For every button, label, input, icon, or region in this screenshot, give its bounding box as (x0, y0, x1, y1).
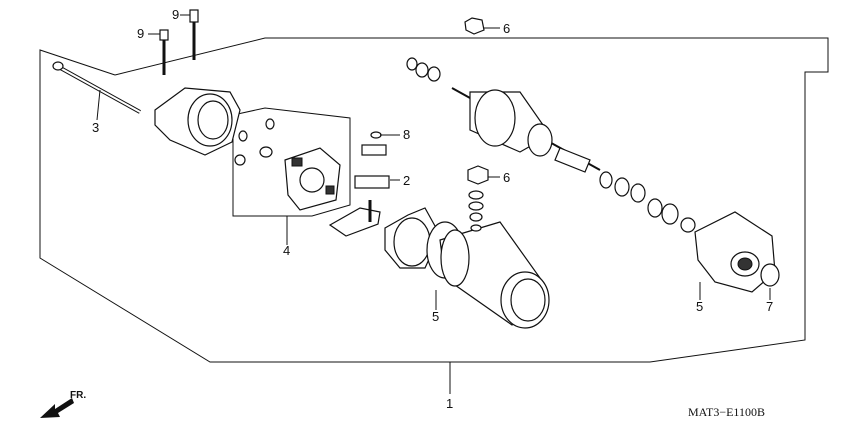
callout-9-right: 9 (172, 7, 179, 22)
brush-springs (234, 118, 275, 166)
callout-5-right: 5 (696, 299, 703, 314)
o-ring-7 (760, 263, 780, 287)
callout-5-left: 5 (432, 309, 439, 324)
brush-ring (384, 207, 441, 269)
callout-2: 2 (403, 173, 410, 188)
callout-3: 3 (92, 120, 99, 135)
brush-holder-group-box (232, 107, 351, 217)
long-through-bolt (52, 61, 141, 114)
leader-3 (96, 89, 101, 121)
callout-4: 4 (283, 243, 290, 258)
front-cover (694, 211, 776, 293)
assembly-outline (39, 37, 829, 363)
armature-washers-top (406, 57, 441, 82)
washer-stack (467, 165, 489, 232)
top-nut (464, 17, 485, 35)
bolt-9-left (159, 29, 169, 75)
yoke-motor-case (439, 221, 550, 329)
direction-label: FR. (70, 390, 86, 401)
front-direction-arrow (40, 398, 74, 418)
callout-8: 8 (403, 127, 410, 142)
armature-washers-right (599, 171, 696, 233)
callout-6-mid: 6 (503, 170, 510, 185)
armature (451, 87, 601, 173)
diagram-code: MAT3−E1100B (688, 405, 765, 419)
rear-cover (154, 87, 241, 156)
bolt-9-right (189, 9, 199, 60)
brush-holder-plate (284, 147, 341, 211)
callout-1: 1 (446, 396, 453, 411)
callout-9-left: 9 (137, 26, 144, 41)
callout-6-top: 6 (503, 21, 510, 36)
callout-7: 7 (766, 299, 773, 314)
terminal-insulator (328, 131, 390, 237)
